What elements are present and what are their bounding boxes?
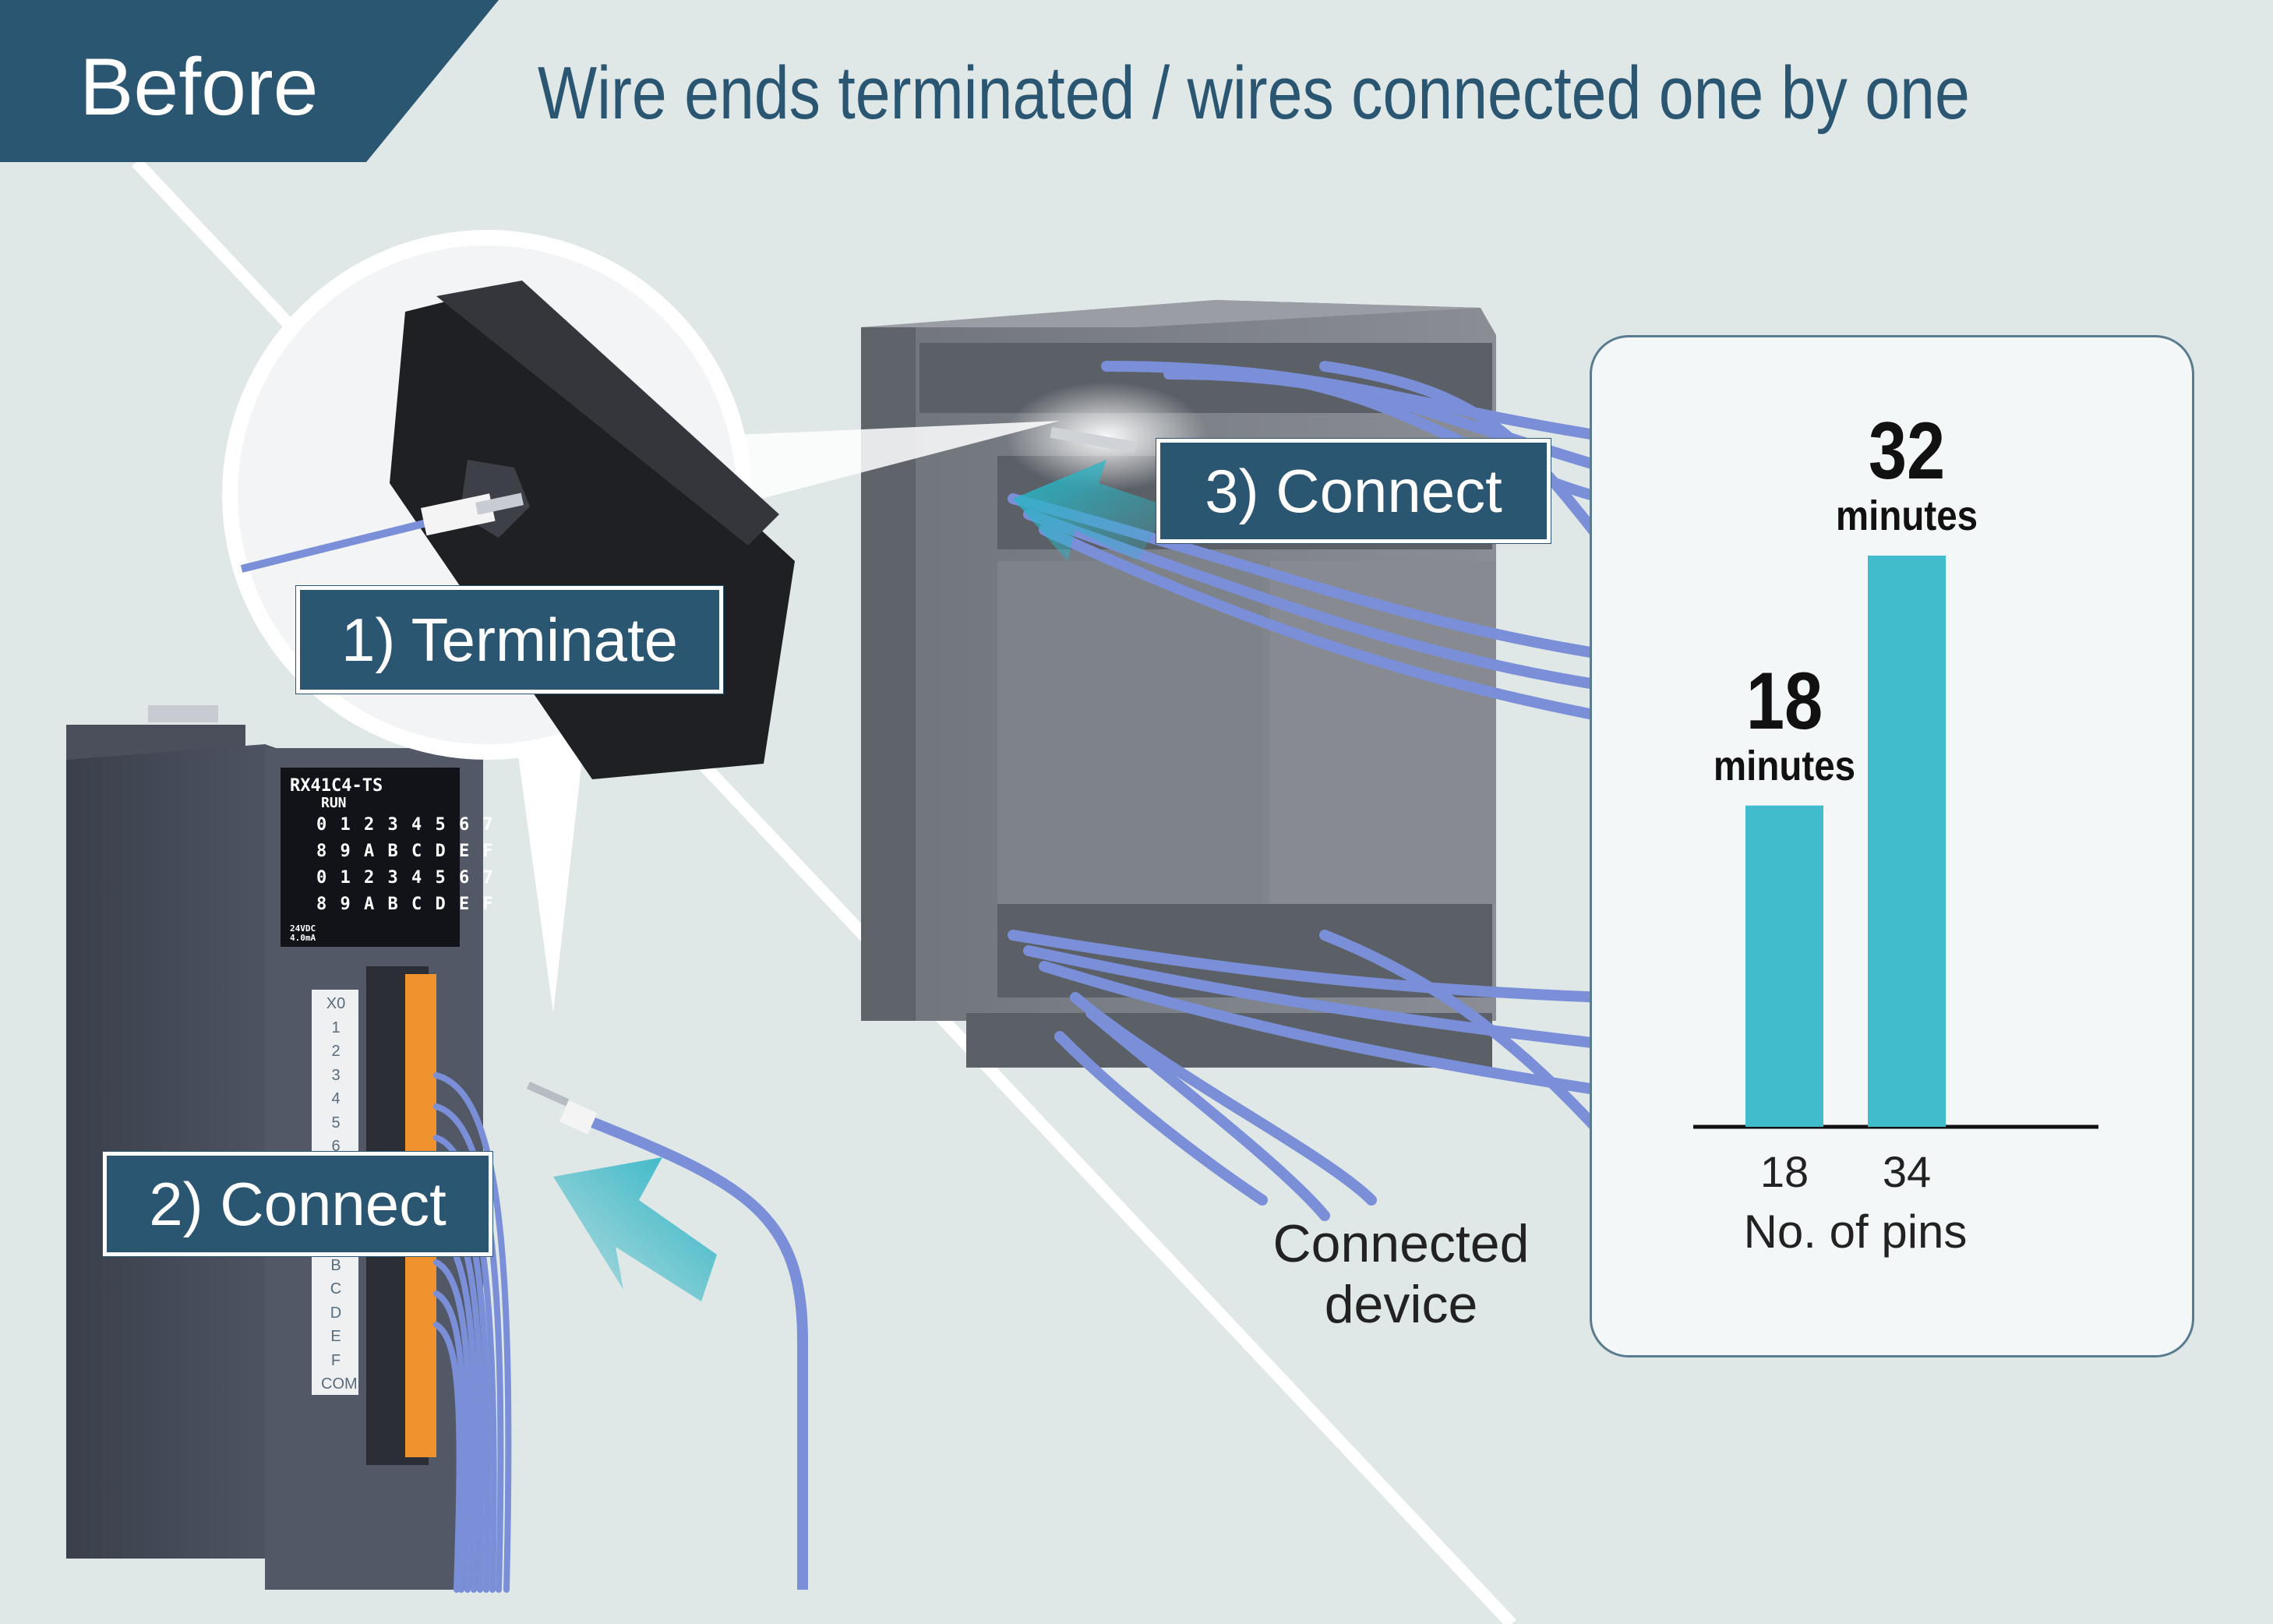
chart-x-axis-label: No. of pins (1743, 1206, 1968, 1258)
module-led-row-3: 0 1 2 3 4 5 6 7 (316, 868, 495, 888)
module-spec-voltage: 24VDC (290, 923, 316, 934)
terminal-label: X0 (326, 995, 346, 1012)
connected-device-drawing (861, 300, 1611, 1221)
step-terminate-label: 1) Terminate (296, 586, 723, 694)
terminal-label: 5 (331, 1114, 341, 1132)
chart-value-unit: minutes (1713, 742, 1856, 789)
chart-value-label: 18 (1745, 655, 1823, 747)
step-connect-module-label: 2) Connect (103, 1152, 492, 1256)
connected-device-caption-line1: Connected (1272, 1214, 1530, 1273)
terminal-label: 3 (331, 1066, 341, 1084)
module-led-row-4: 8 9 A B C D E F (316, 895, 495, 914)
terminal-label: 2 (331, 1043, 341, 1060)
terminal-label: F (330, 1351, 341, 1369)
module-run-label: RUN (321, 795, 347, 811)
before-label: Before (79, 42, 319, 132)
terminal-label: 6 (331, 1138, 341, 1155)
terminal-label: C (330, 1280, 342, 1297)
terminal-label: E (330, 1328, 341, 1345)
terminal-label: COM (321, 1375, 358, 1393)
terminal-module-drawing (66, 705, 808, 1593)
module-led-row-1: 0 1 2 3 4 5 6 7 (316, 815, 495, 835)
terminal-label: D (330, 1304, 342, 1322)
chart-bar (1868, 556, 1946, 1127)
chart-value-unit: minutes (1835, 492, 1978, 539)
chart-tick-label: 18 (1759, 1147, 1809, 1196)
module-model: RX41C4-TS (290, 776, 383, 796)
module-spec-current: 4.0mA (290, 933, 316, 943)
connected-device-caption-line2: device (1324, 1275, 1478, 1334)
chart-tick-label: 34 (1882, 1147, 1932, 1196)
chart-bar (1745, 805, 1823, 1127)
bar-chart (1693, 556, 2098, 1129)
terminal-label: 4 (331, 1090, 341, 1107)
terminal-label: 1 (331, 1019, 341, 1036)
step-connect-device-label: 3) Connect (1156, 439, 1551, 543)
terminal-label: B (330, 1256, 341, 1274)
chart-value-label: 32 (1868, 406, 1946, 496)
module-led-row-2: 8 9 A B C D E F (316, 842, 495, 861)
page-title: Wire ends terminated / wires connected o… (538, 51, 1970, 135)
